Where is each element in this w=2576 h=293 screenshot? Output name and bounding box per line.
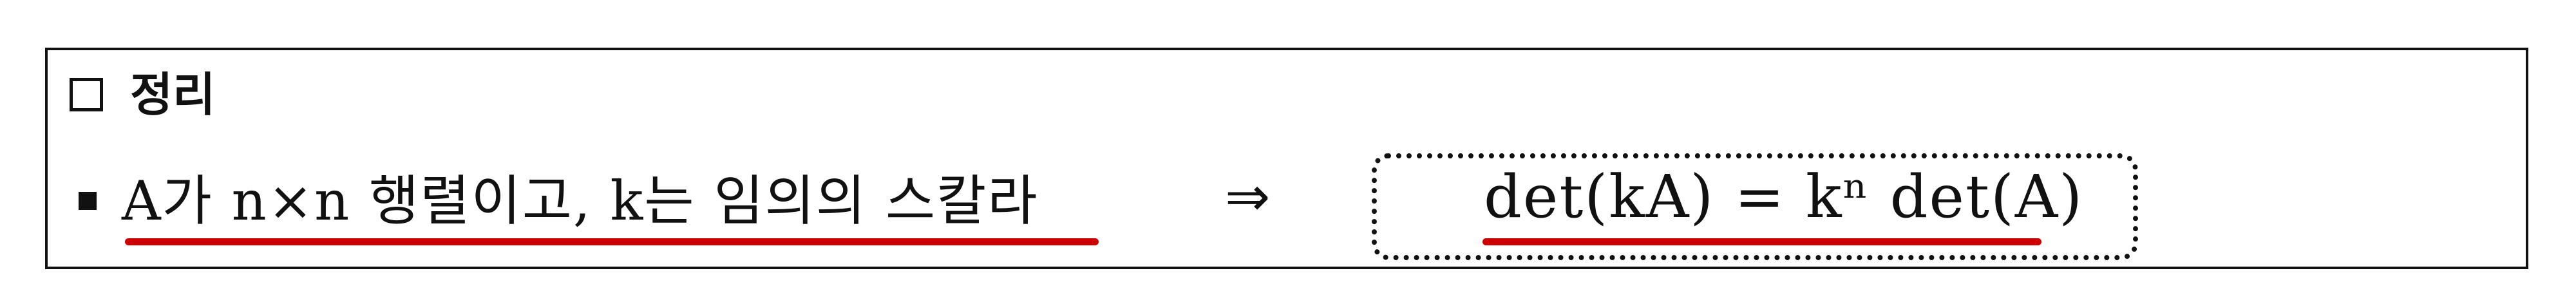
checkbox-icon [70, 78, 103, 111]
implies-arrow-icon: ⇒ [1225, 165, 1271, 228]
theorem-box: 정리 A가 n×n 행렬이고, k는 임의의 스칼라 ⇒ det(kA) = k… [45, 48, 2528, 269]
determinant-formula: det(kA) = kⁿ det(A) [1484, 162, 2084, 231]
theorem-premise: A가 n×n 행렬이고, k는 임의의 스칼라 [122, 169, 1039, 232]
formula-red-underline [1482, 238, 2041, 245]
result-dotted-box [1372, 153, 2138, 260]
bullet-square-icon [79, 192, 97, 210]
premise-red-underline [125, 238, 1099, 245]
theorem-statement-row: A가 n×n 행렬이고, k는 임의의 스칼라 ⇒ det(kA) = kⁿ d… [48, 153, 2526, 260]
theorem-title: 정리 [130, 68, 216, 122]
theorem-heading: 정리 [70, 66, 215, 124]
